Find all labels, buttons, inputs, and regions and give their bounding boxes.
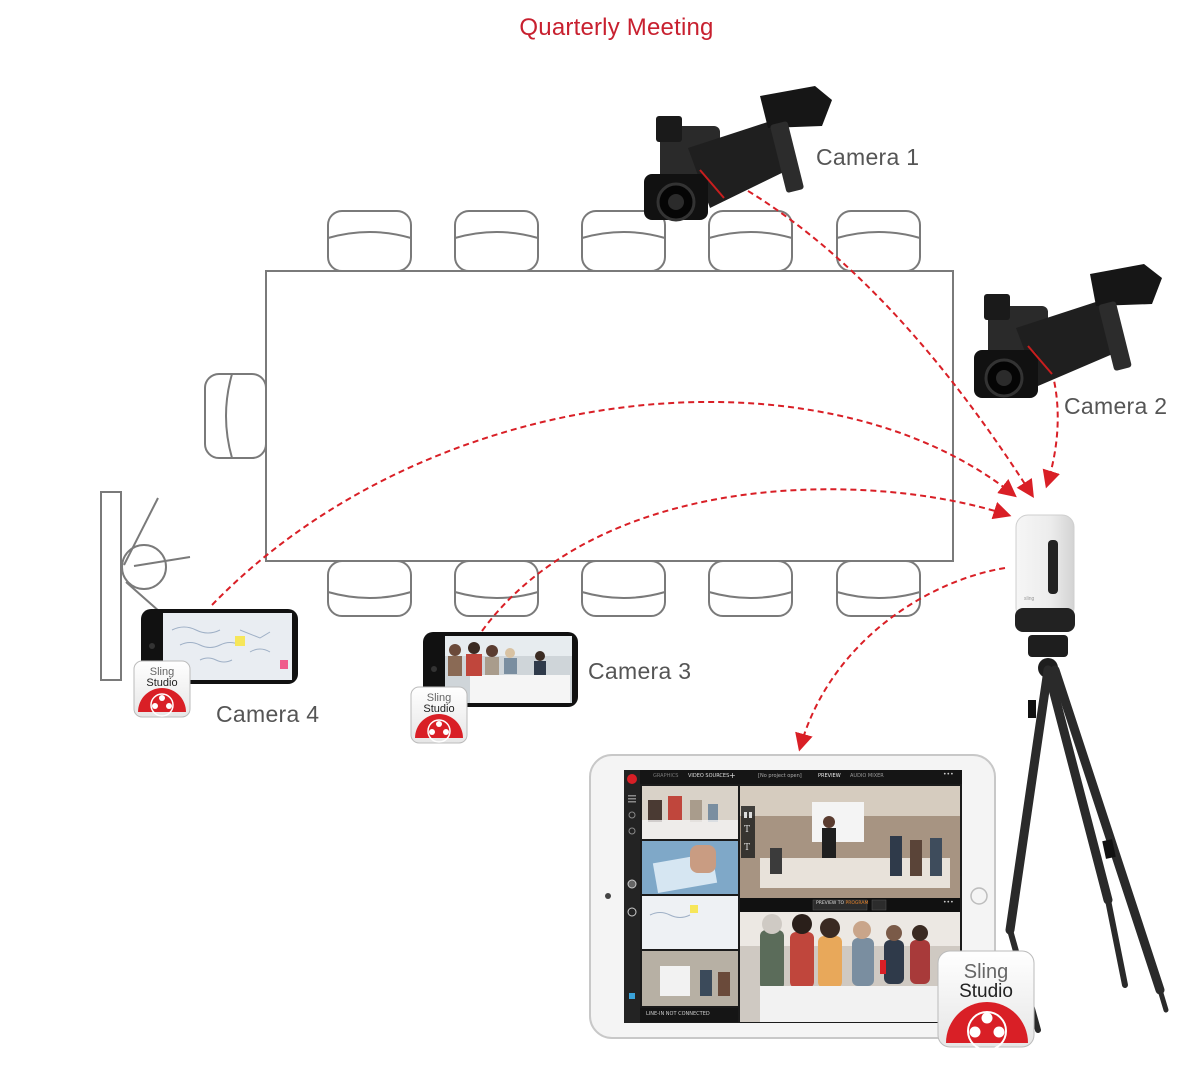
conference-table — [265, 270, 954, 562]
diagram-title: Quarterly Meeting — [519, 14, 714, 41]
hub-tripod-group: sling — [1005, 514, 1169, 1033]
sling-studio-badge-camera3 — [410, 686, 468, 744]
connection-camera4-hub — [211, 401, 1017, 606]
badge-line2: Studio — [423, 703, 455, 715]
chairs-bottom — [327, 560, 921, 617]
svg-text:T: T — [744, 825, 750, 835]
chair — [327, 560, 412, 617]
app-logo-icon — [627, 774, 637, 784]
tablet-console: T T — [589, 754, 996, 1039]
video-source-thumbnails — [642, 786, 738, 1006]
badge-text-camera3: Sling Studio — [411, 693, 467, 715]
console-tab-graphics[interactable]: GRAPHICS — [653, 773, 679, 779]
camera-2-label: Camera 2 — [1064, 393, 1168, 419]
connection-camera1-hub — [721, 175, 1034, 499]
camera-3-label: Camera 3 — [588, 658, 692, 684]
preview-more-menu[interactable]: ••• — [943, 899, 954, 906]
phone-camera-4-icon — [141, 609, 298, 684]
badge-text-console: Sling Studio — [938, 962, 1034, 1002]
chair-head — [204, 373, 267, 459]
badge-line2: Studio — [959, 981, 1013, 1002]
chair — [327, 210, 412, 272]
chair — [708, 560, 793, 617]
badge-line1: Sling — [963, 961, 1009, 983]
console-audio-mixer-tab[interactable]: AUDIO MIXER — [850, 773, 884, 779]
chair — [454, 210, 539, 272]
console-preview-tab[interactable]: PREVIEW — [818, 773, 841, 779]
connection-camera3-hub — [481, 488, 1012, 632]
sling-studio-hub-icon: sling — [1015, 514, 1075, 632]
preview-pane: T T — [740, 786, 960, 898]
camera-1-label: Camera 1 — [816, 144, 920, 170]
preview-to-program-highlight: PROGRAM — [845, 901, 869, 906]
camera-4-label: Camera 4 — [216, 701, 320, 727]
svg-text:sling: sling — [1024, 596, 1035, 602]
chair — [836, 560, 921, 617]
connection-hub-console — [795, 567, 1006, 752]
sling-studio-badge-console — [937, 950, 1035, 1051]
console-project-status: [No project open] — [758, 773, 802, 779]
console-tab-add[interactable]: + — [729, 771, 736, 780]
whiteboard — [100, 491, 191, 681]
conference-table-group — [204, 210, 954, 617]
camcorder-1-icon — [644, 86, 832, 222]
chair — [581, 560, 666, 617]
console-more-menu[interactable]: ••• — [943, 771, 954, 778]
badge-line1: Sling — [426, 692, 452, 704]
sling-studio-badge-camera4 — [133, 660, 191, 718]
svg-text:T: T — [744, 843, 750, 853]
badge-line2: Studio — [146, 677, 178, 689]
rail-icons — [627, 795, 637, 999]
badge-text-camera4: Sling Studio — [134, 667, 190, 689]
chair — [836, 210, 921, 272]
preview-to-program-prefix: PREVIEW TO — [816, 901, 846, 906]
line-in-status: LINE-IN NOT CONNECTED — [646, 1011, 710, 1017]
console-tab-video-sources[interactable]: VIDEO SOURCES — [688, 773, 730, 779]
connection-arrows — [211, 175, 1060, 752]
program-pane — [740, 912, 960, 1022]
badge-line1: Sling — [149, 666, 175, 678]
chairs-top — [327, 210, 921, 272]
preview-to-program-button[interactable]: PREVIEW TO PROGRAM — [816, 901, 868, 906]
chair — [708, 210, 793, 272]
camcorder-2-icon — [974, 264, 1162, 398]
people-silhouettes — [448, 642, 546, 676]
connection-camera2-hub — [1042, 371, 1060, 489]
chair — [581, 210, 666, 272]
chair — [454, 560, 539, 617]
